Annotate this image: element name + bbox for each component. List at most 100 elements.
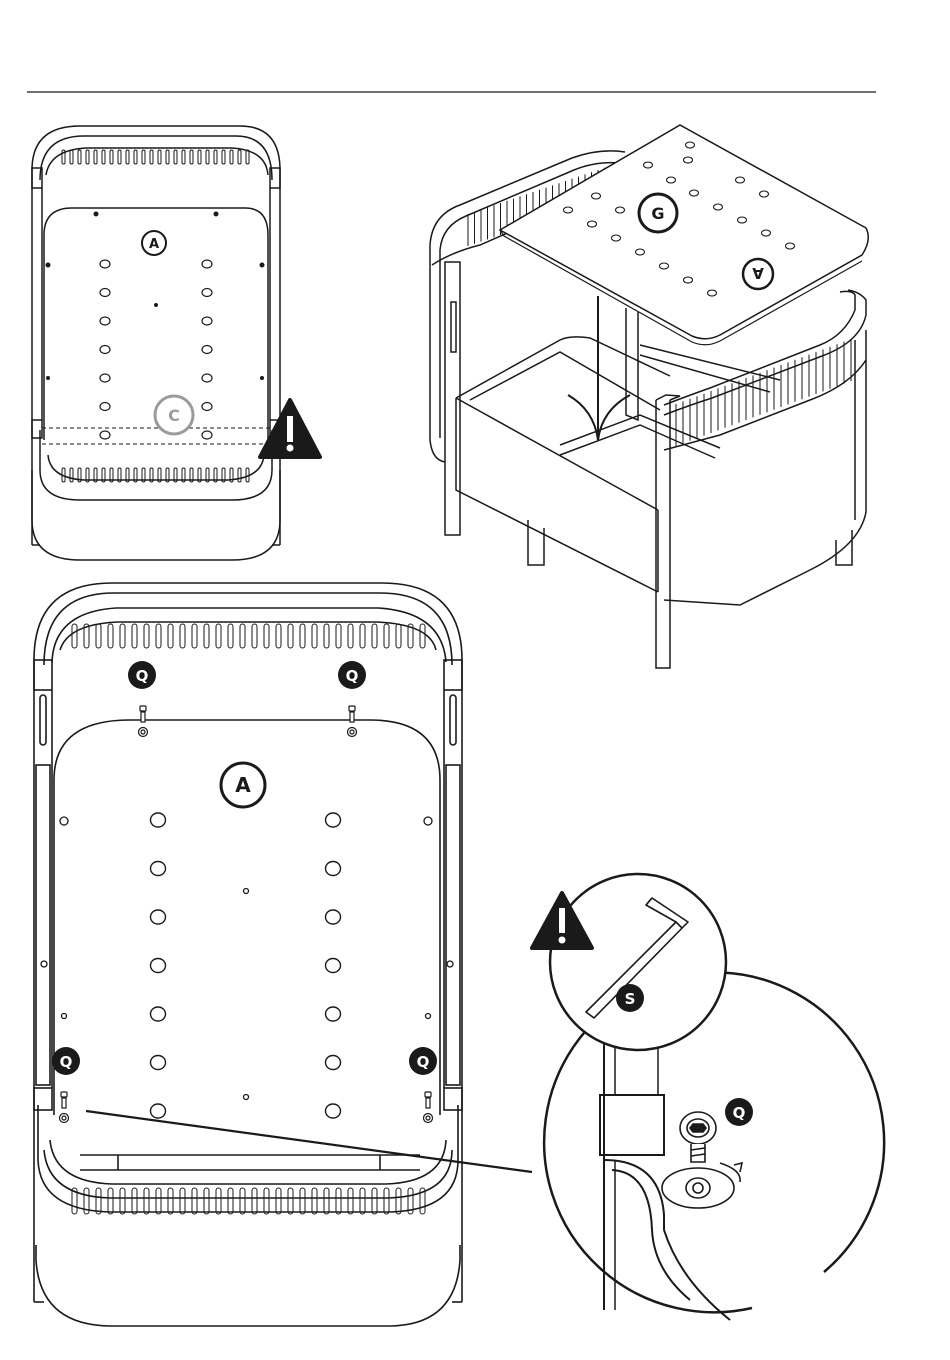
panel-hole [100, 403, 110, 411]
spindle [216, 624, 221, 648]
spindle [288, 624, 293, 648]
screw-icon [349, 706, 355, 711]
spindle [168, 1188, 173, 1214]
spindle [264, 1188, 269, 1214]
panel-hole [667, 177, 676, 183]
panel-hole [326, 862, 341, 876]
spindle [360, 624, 365, 648]
panel-hole [100, 374, 110, 382]
spindle [214, 150, 217, 164]
spindle [86, 150, 89, 164]
spindle [192, 624, 197, 648]
spindle [144, 624, 149, 648]
screw-hole [350, 730, 354, 734]
spindle [190, 150, 193, 164]
spindle [420, 624, 425, 648]
spindle [324, 624, 329, 648]
screw-icon [426, 1098, 430, 1108]
panel-a-label-rotated: A [752, 264, 764, 282]
panel-hole [684, 157, 693, 163]
panel-hole [100, 431, 110, 439]
screw-icon [141, 712, 145, 722]
spindle [78, 150, 81, 164]
spindle [348, 624, 353, 648]
spindle [96, 1188, 101, 1214]
spindle [120, 1188, 125, 1214]
spindle [312, 624, 317, 648]
spindle [216, 1188, 221, 1214]
spindle [144, 1188, 149, 1214]
down-arrow-icon [568, 296, 630, 440]
spindle [156, 1188, 161, 1214]
spindle [118, 150, 121, 164]
spindle [264, 624, 269, 648]
spindle [384, 1188, 389, 1214]
spindle [206, 150, 209, 164]
panel-hole [202, 374, 212, 382]
spindle [230, 150, 233, 164]
spindle [108, 624, 113, 648]
spindle [156, 624, 161, 648]
panel-hole [588, 221, 597, 227]
screw-q-label: Q [60, 1053, 73, 1071]
panel-hole [326, 813, 341, 827]
spindle [238, 468, 241, 482]
spindle [246, 150, 249, 164]
spindle [70, 468, 73, 482]
panel-hole [326, 1104, 341, 1118]
panel-hole [690, 190, 699, 196]
panel-hole [762, 230, 771, 236]
panel-hole [202, 317, 212, 325]
spindle [228, 1188, 233, 1214]
screw-hole [62, 1116, 66, 1120]
spindle [228, 624, 233, 648]
spindle [336, 624, 341, 648]
crib-top-view-large [34, 583, 462, 1326]
spindle [150, 150, 153, 164]
spindle [110, 150, 113, 164]
panel-hole [644, 162, 653, 168]
spindle [132, 1188, 137, 1214]
panel-hole [760, 191, 769, 197]
screw-icon [140, 706, 146, 711]
spindle [288, 1188, 293, 1214]
screw-icon [662, 1112, 742, 1208]
screw-q-label-detail: Q [733, 1104, 746, 1122]
spindle [252, 1188, 257, 1214]
spindle [396, 624, 401, 648]
spindle [96, 624, 101, 648]
panel-hole [202, 260, 212, 268]
screw-icon [425, 1092, 431, 1097]
panel-g-label: G [651, 204, 664, 223]
panel-hole [738, 217, 747, 223]
spindle [166, 150, 169, 164]
panel-hole [100, 346, 110, 354]
screw-q-label: Q [417, 1053, 430, 1071]
panel-hole [151, 910, 166, 924]
panel-hole [100, 289, 110, 297]
spindle [372, 624, 377, 648]
panel-hole [636, 249, 645, 255]
panel-a-label-large: A [235, 773, 251, 797]
panel-hole [151, 1056, 166, 1070]
spindle [180, 1188, 185, 1214]
screw-hole [141, 730, 145, 734]
spindle [252, 624, 257, 648]
panel-hole [151, 1007, 166, 1021]
panel-hole [100, 260, 110, 268]
spindle [204, 624, 209, 648]
crib-top-view-small [32, 126, 280, 560]
spindle [108, 1188, 113, 1214]
spindle [182, 150, 185, 164]
panel-hole [151, 959, 166, 973]
callout-leader-line [86, 1111, 532, 1172]
panel-hole [612, 235, 621, 241]
spindle [372, 1188, 377, 1214]
panel-holes-large [151, 813, 341, 1118]
screw-holes-large [41, 817, 453, 1100]
spindle [72, 624, 77, 648]
screw-icon [62, 1098, 66, 1108]
panel-hole [786, 243, 795, 249]
spindle [180, 624, 185, 648]
